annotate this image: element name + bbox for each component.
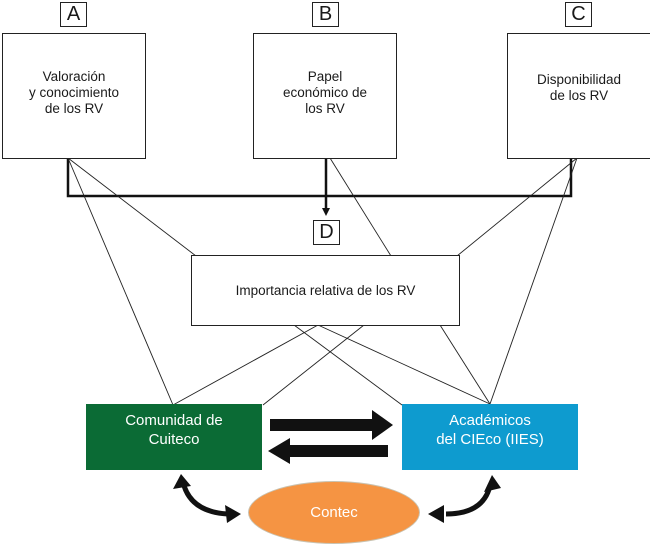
box-valoracion: Valoración y conocimiento de los RV: [2, 33, 146, 159]
box-disponibilidad-text: Disponibilidad de los RV: [536, 72, 622, 103]
line-importance-academics-2: [317, 324, 491, 405]
head-contec-left: [225, 505, 241, 523]
label-c: C: [565, 2, 592, 27]
box-valoracion-text: Valoración y conocimiento de los RV: [28, 69, 120, 116]
relation-lines: [67, 157, 578, 406]
box-importancia: Importancia relativa de los RV: [191, 255, 460, 326]
head-contec-right: [428, 505, 444, 523]
line-importance-academics-1: [293, 324, 403, 406]
line-a-community: [67, 157, 174, 406]
label-b: B: [312, 2, 339, 27]
actor-community: Comunidad de Cuiteco: [86, 404, 262, 470]
arrow-to-community: [268, 438, 388, 464]
line-c-importance: [456, 157, 578, 257]
box-papel-text: Papel económico de los RV: [282, 69, 368, 116]
actor-contec-label: Contec: [310, 504, 358, 521]
head-community: [173, 474, 191, 489]
bracket-connector: [66, 158, 573, 198]
actor-contec: Contec: [248, 481, 420, 544]
line-b-importance: [329, 157, 392, 257]
line-importance-community-1: [172, 324, 319, 406]
head-academics: [484, 475, 501, 492]
line-importance-community-2: [262, 324, 365, 406]
curve-community-contec: [180, 481, 229, 517]
box-papel-economico: Papel económico de los RV: [253, 33, 397, 159]
arrow-to-academics: [270, 410, 393, 440]
actor-academics-label: Académicos del CIEco (IIES): [436, 412, 544, 448]
curve-academics-contec: [445, 485, 493, 517]
line-importance-academics-3: [439, 324, 491, 405]
actor-academics: Académicos del CIEco (IIES): [402, 404, 578, 470]
label-d: D: [313, 220, 340, 245]
line-c-academics: [489, 157, 578, 405]
box-disponibilidad: Disponibilidad de los RV: [507, 33, 650, 159]
actor-community-label: Comunidad de Cuiteco: [125, 412, 223, 448]
line-a-importance: [67, 157, 197, 257]
label-a: A: [60, 2, 87, 27]
exchange-arrows: [268, 410, 393, 464]
box-importancia-text: Importancia relativa de los RV: [235, 282, 416, 298]
